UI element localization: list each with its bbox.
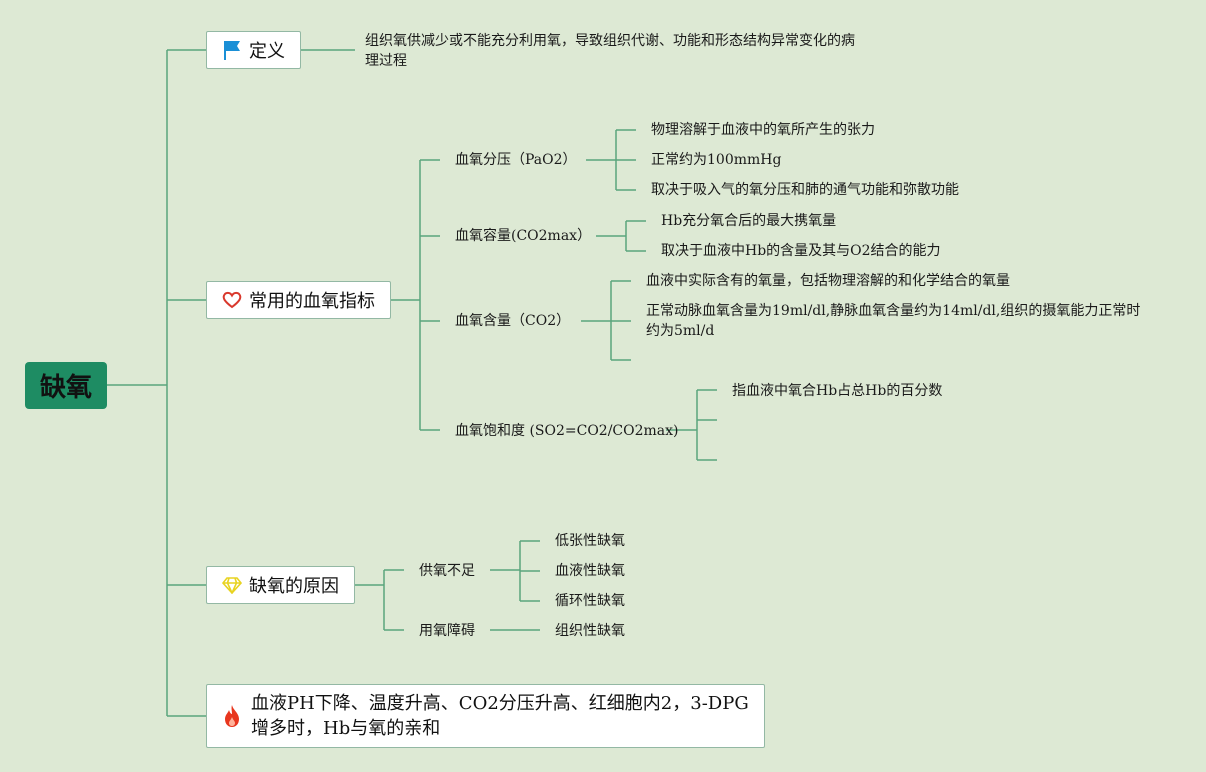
indicator-so2[interactable]: 血氧饱和度 (SO2=CO2/CO2max) (455, 423, 679, 439)
note-text: 血液PH下降、温度升高、CO2分压升高、红细胞内2，3-DPG增多时，Hb与氧的… (251, 693, 749, 739)
branch-causes-label: 缺氧的原因 (249, 576, 339, 597)
branch-definition-label: 定义 (249, 41, 285, 62)
heart-icon (221, 289, 243, 311)
cause-type: 血液性缺氧 (555, 563, 625, 579)
indicator-co2max[interactable]: 血氧容量(CO2max） (455, 228, 592, 244)
co2max-detail: 取决于血液中Hb的含量及其与O2结合的能力 (661, 243, 941, 259)
branch-note[interactable]: 血液PH下降、温度升高、CO2分压升高、红细胞内2，3-DPG增多时，Hb与氧的… (206, 684, 765, 748)
co2-detail: 正常动脉血氧含量为19ml/dl,静脉血氧含量约为14ml/dl,组织的摄氧能力… (646, 303, 1141, 339)
indicator-co2[interactable]: 血氧含量（CO2） (455, 313, 571, 329)
cause-group-utilization[interactable]: 用氧障碍 (419, 623, 475, 639)
cause-type: 循环性缺氧 (555, 593, 625, 609)
definition-text: 组织氧供减少或不能充分利用氧，导致组织代谢、功能和形态结构异常变化的病理过程 (365, 33, 855, 69)
diamond-icon (221, 574, 243, 596)
branch-indicators-label: 常用的血氧指标 (249, 291, 375, 312)
cause-group-supply[interactable]: 供氧不足 (419, 563, 475, 579)
cause-type: 低张性缺氧 (555, 533, 625, 549)
branch-definition[interactable]: 定义 (206, 31, 301, 69)
cause-type: 组织性缺氧 (555, 623, 625, 639)
indicator-pao2[interactable]: 血氧分压（PaO2） (455, 152, 577, 168)
pao2-detail: 正常约为100mmHg (651, 152, 782, 168)
pao2-detail: 取决于吸入气的氧分压和肺的通气功能和弥散功能 (651, 182, 959, 198)
branch-indicators[interactable]: 常用的血氧指标 (206, 281, 391, 319)
so2-detail: 指血液中氧合Hb占总Hb的百分数 (732, 383, 943, 399)
co2-detail: 血液中实际含有的氧量，包括物理溶解的和化学结合的氧量 (646, 273, 1010, 289)
root-topic[interactable]: 缺氧 (25, 362, 107, 409)
co2max-detail: Hb充分氧合后的最大携氧量 (661, 213, 837, 229)
branch-causes[interactable]: 缺氧的原因 (206, 566, 355, 604)
flag-icon (221, 39, 243, 61)
fire-icon (223, 704, 245, 728)
pao2-detail: 物理溶解于血液中的氧所产生的张力 (651, 122, 875, 138)
